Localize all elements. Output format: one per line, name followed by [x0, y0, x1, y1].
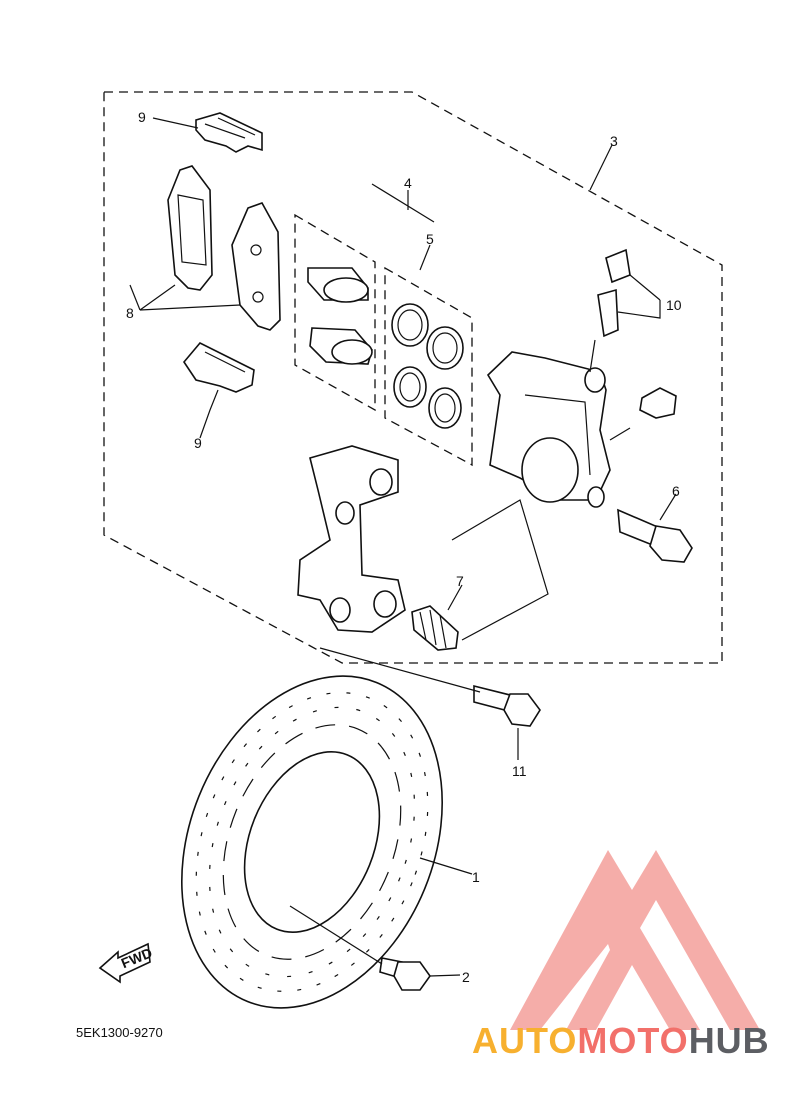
pin-boot — [411, 605, 459, 651]
pin-bolt-6 — [617, 508, 693, 563]
caliper-body — [486, 351, 611, 508]
watermark-auto: AUTO — [472, 1020, 578, 1061]
seal-kit-outline — [384, 266, 473, 467]
callout-4: 4 — [404, 175, 412, 191]
caliper-assembly-outline — [103, 91, 723, 664]
brake-disc — [181, 675, 443, 1009]
leader-lines — [129, 117, 677, 977]
callout-6: 6 — [672, 483, 680, 499]
callout-3: 3 — [610, 133, 618, 149]
callout-8: 8 — [126, 305, 134, 321]
callout-9-bottom: 9 — [194, 435, 202, 451]
bracket-bolt — [473, 684, 541, 727]
caliper-bracket — [297, 445, 406, 633]
piston-kit-outline — [294, 213, 376, 412]
callout-9-top: 9 — [138, 109, 146, 125]
callout-10: 10 — [666, 297, 682, 313]
callout-11: 11 — [512, 763, 527, 779]
brake-pad-right — [231, 202, 281, 331]
watermark-moto: MOTO — [577, 1020, 689, 1061]
callout-7: 7 — [456, 573, 464, 589]
pad-spring-bottom — [183, 342, 255, 393]
pad-spring-top — [195, 112, 263, 153]
piston-upper — [307, 267, 369, 303]
part-code: 5EK1300-9270 — [76, 1025, 163, 1040]
fwd-arrow-icon: FWD — [98, 942, 154, 984]
disc-bolt — [379, 957, 431, 991]
brake-pad-left — [167, 165, 213, 291]
callout-5: 5 — [426, 231, 434, 247]
piston-lower — [309, 327, 373, 365]
callout-1: 1 — [472, 869, 480, 885]
watermark-hub: HUB — [688, 1020, 770, 1061]
watermark-text: AUTOMOTOHUB — [472, 1020, 770, 1062]
piston-seals — [391, 303, 464, 429]
watermark-logo-icon — [510, 850, 760, 1030]
bleed-screw — [597, 248, 631, 338]
callout-2: 2 — [462, 969, 470, 985]
pin-bolt-upper — [639, 387, 677, 419]
